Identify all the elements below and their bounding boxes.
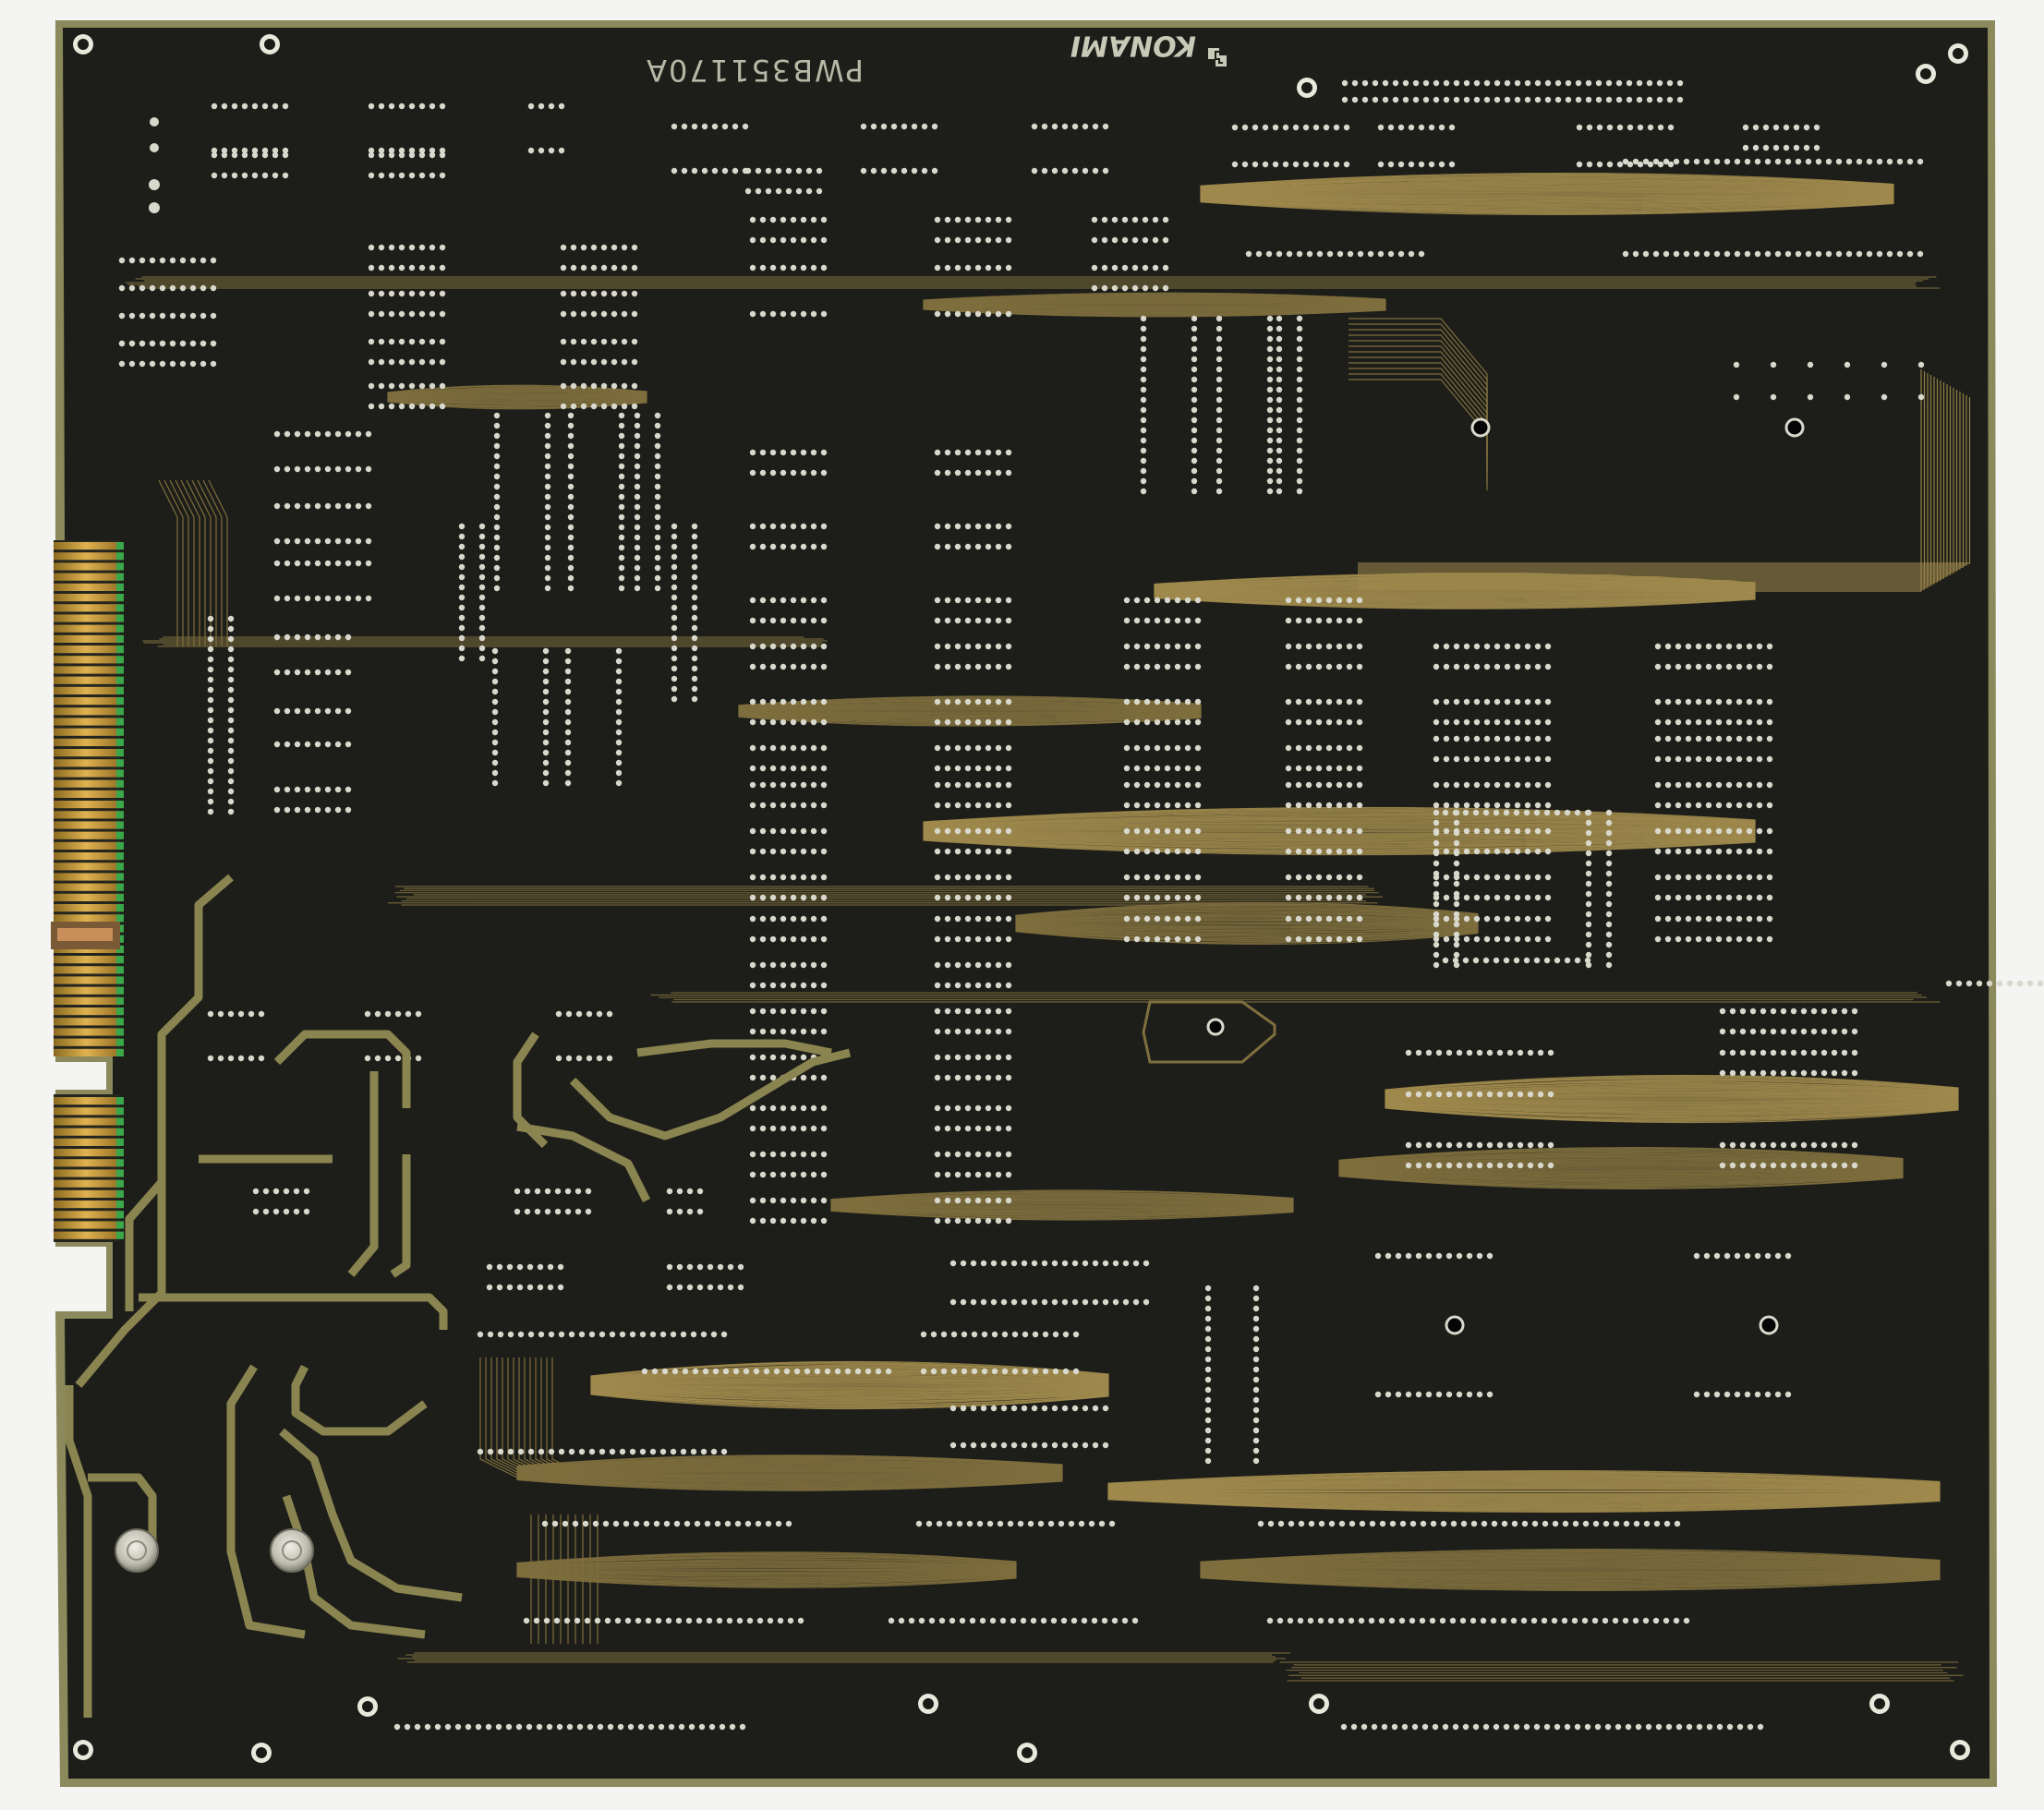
- konami-logo-icon: [1208, 48, 1227, 66]
- mount-hole-icon: [73, 1740, 93, 1760]
- oscillator-footprint: [1142, 1000, 1276, 1064]
- mount-holes: [73, 34, 1970, 1763]
- edge-connector-gold-fingers: [54, 542, 124, 1239]
- brand-label: KONAMI: [1070, 30, 1196, 62]
- power-traces: [65, 874, 852, 1718]
- copper-traces: [125, 173, 1964, 1682]
- mount-hole-icon: [73, 34, 93, 54]
- mount-hole-icon: [1916, 64, 1936, 84]
- mount-hole-icon: [251, 1743, 272, 1763]
- mount-hole-icon: [1869, 1694, 1890, 1714]
- edge-connector-small-backing: [54, 1094, 120, 1242]
- test-pads: [149, 117, 160, 213]
- ic-pad-rows: [118, 79, 2044, 1731]
- mount-hole-icon: [1309, 1694, 1329, 1714]
- mount-hole-icon: [1948, 43, 1968, 64]
- mount-hole-icon: [260, 34, 280, 54]
- part-number-label: PWB351170A: [645, 53, 864, 88]
- mount-hole-icon: [357, 1696, 378, 1717]
- mount-hole-icon: [1297, 78, 1317, 98]
- large-component-footprints: [1445, 417, 1805, 1335]
- coin-battery-icon: [115, 1528, 314, 1573]
- trace-busses: [158, 318, 1971, 1644]
- mount-hole-icon: [918, 1694, 938, 1714]
- mount-hole-icon: [1017, 1743, 1037, 1763]
- mount-hole-icon: [1950, 1740, 1970, 1760]
